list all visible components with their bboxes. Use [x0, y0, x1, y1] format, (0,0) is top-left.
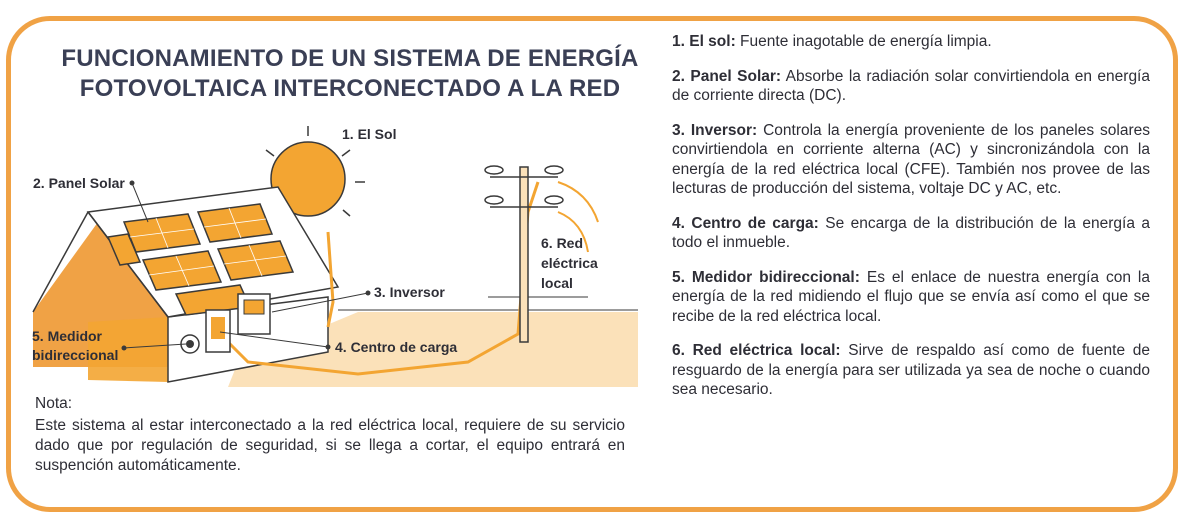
solar-system-illustration: 1. El Sol 2. Panel Solar 3. Inversor 4. … — [32, 126, 638, 387]
item-text: Sirve de respaldo así como de fuente de … — [672, 342, 1150, 398]
list-item: 6. Red eléctrica local: Sirve de respald… — [672, 341, 1150, 400]
list-item: 1. El sol: Fuente inagotable de energía … — [672, 32, 1150, 52]
ground-area — [228, 312, 638, 387]
callout-dots — [121, 180, 371, 351]
item-text: Se encarga de la distribución de la ener… — [672, 214, 1151, 252]
label-grid-3: local — [541, 275, 573, 291]
item-term: 2. Panel Solar: — [672, 67, 782, 85]
title-line-1: FUNCIONAMIENTO DE UN SISTEMA DE ENERGÍA — [61, 45, 639, 72]
sun-icon — [265, 126, 365, 217]
page-title: FUNCIONAMIENTO DE UN SISTEMA DE ENERGÍA … — [40, 44, 660, 104]
list-item: 4. Centro de carga: Se encarga de la dis… — [672, 214, 1150, 253]
meter-icon — [180, 334, 200, 354]
item-term: 3. Inversor: — [672, 121, 758, 139]
item-text: Fuente inagotable de energía limpia. — [735, 33, 992, 50]
label-meter-1: 5. Medidor — [32, 328, 103, 344]
item-term: 6. Red eléctrica local: — [672, 342, 841, 359]
item-text: Absorbe la radiación solar convirtiendol… — [672, 67, 1150, 105]
utility-pole-icon — [484, 165, 599, 343]
load-center-icon — [205, 309, 231, 353]
note-section: Nota: Este sistema al estar interconecta… — [35, 394, 625, 476]
label-sun: 1. El Sol — [342, 126, 396, 142]
callout-lines — [123, 182, 369, 349]
label-grid-1: 6. Red — [541, 235, 583, 251]
item-term: 4. Centro de carga: — [672, 214, 819, 232]
label-meter-2: bidireccional — [32, 347, 118, 363]
item-term: 5. Medidor bidireccional: — [672, 268, 860, 286]
solar-panels-icon — [106, 203, 295, 316]
note-heading: Nota: — [35, 395, 73, 412]
list-item: 2. Panel Solar: Absorbe la radiación sol… — [672, 67, 1150, 106]
description-list: 1. El sol: Fuente inagotable de energía … — [672, 32, 1150, 415]
panel-grid-lines — [129, 207, 287, 287]
list-item: 5. Medidor bidireccional: Es el enlace d… — [672, 268, 1150, 327]
label-grid-2: eléctrica — [541, 255, 598, 271]
note-body: Este sistema al estar interconectado a l… — [35, 417, 625, 474]
list-item: 3. Inversor: Controla la energía proveni… — [672, 121, 1150, 199]
title-line-2: FOTOVOLTAICA INTERCONECTADO A LA RED — [79, 75, 621, 102]
item-text: Controla la energía proveniente de los p… — [672, 121, 1150, 198]
label-inverter: 3. Inversor — [374, 284, 445, 300]
label-load-center: 4. Centro de carga — [335, 339, 457, 355]
item-text: Es el enlace de nuestra energía con la e… — [672, 268, 1150, 325]
item-term: 1. El sol: — [672, 33, 736, 50]
label-panel: 2. Panel Solar — [33, 175, 125, 191]
inverter-icon — [237, 293, 271, 335]
